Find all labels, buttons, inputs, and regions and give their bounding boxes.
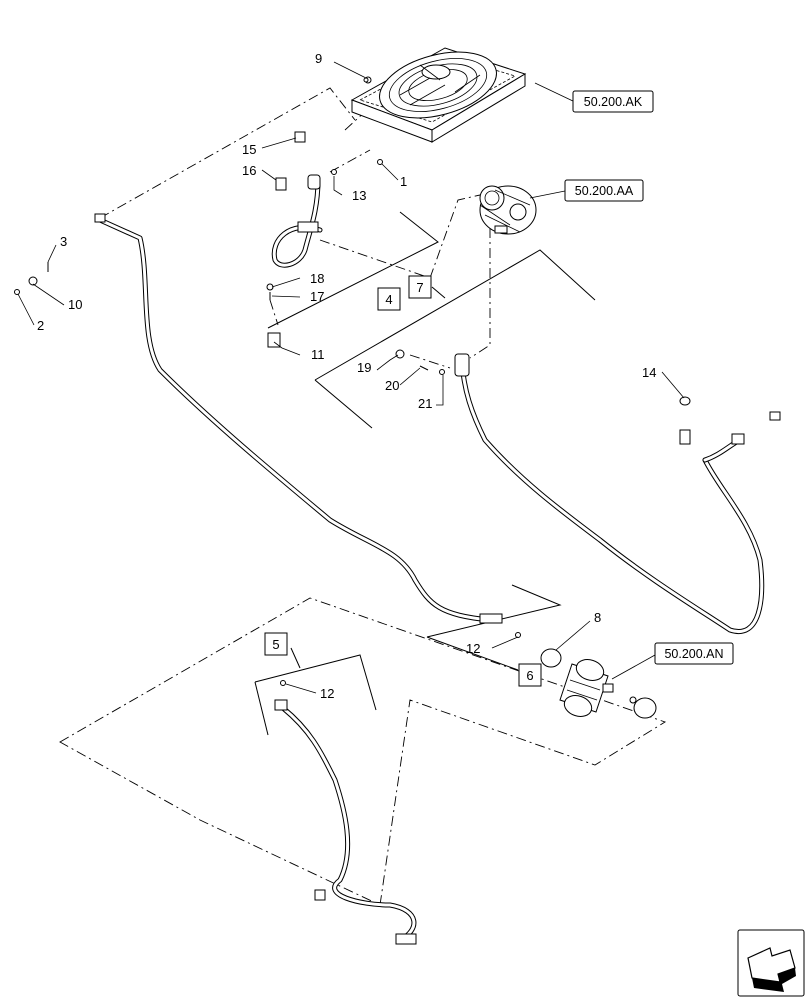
ref-receiver-drier[interactable]: 50.200.AN xyxy=(664,647,723,661)
compressor xyxy=(479,185,537,235)
ref-compressor[interactable]: 50.200.AA xyxy=(575,184,634,198)
callout-17: 17 xyxy=(310,289,324,304)
callout-2: 2 xyxy=(37,318,44,333)
fittings xyxy=(14,77,781,945)
group-bracket-lines xyxy=(254,211,596,736)
callout-13: 13 xyxy=(352,188,366,203)
callout-10: 10 xyxy=(68,297,82,312)
callout-1: 1 xyxy=(400,174,407,189)
ref-condenser[interactable]: 50.200.AK xyxy=(584,95,643,109)
next-page-arrow-icon[interactable] xyxy=(737,929,805,997)
callout-14: 14 xyxy=(642,365,656,380)
callout-3: 3 xyxy=(60,234,67,249)
callout-8: 8 xyxy=(594,610,601,625)
group-6-label: 6 xyxy=(526,668,533,683)
callout-numbers: 9 1 15 16 13 18 17 11 3 10 2 19 20 21 14… xyxy=(37,51,656,701)
callout-15: 15 xyxy=(242,142,256,157)
callout-11: 11 xyxy=(311,347,325,362)
callout-12-upper: 12 xyxy=(466,641,480,656)
callout-19: 19 xyxy=(357,360,371,375)
dash-dot-relation-lines xyxy=(59,87,667,906)
condenser-fan-assembly xyxy=(350,47,527,143)
reference-boxes: 50.200.AK 50.200.AA 50.200.AN xyxy=(564,90,734,665)
callout-21: 21 xyxy=(418,396,432,411)
callout-16: 16 xyxy=(242,163,256,178)
receiver-drier xyxy=(540,648,657,719)
group-7-label: 7 xyxy=(416,280,423,295)
leader-lines xyxy=(17,61,685,694)
callout-12-lower: 12 xyxy=(320,686,334,701)
group-5-label: 5 xyxy=(272,637,279,652)
group-boxes: 4 7 6 5 xyxy=(264,275,542,687)
callout-9: 9 xyxy=(315,51,322,66)
callout-20: 20 xyxy=(385,378,399,393)
callout-18: 18 xyxy=(310,271,324,286)
group-4-label: 4 xyxy=(385,292,392,307)
